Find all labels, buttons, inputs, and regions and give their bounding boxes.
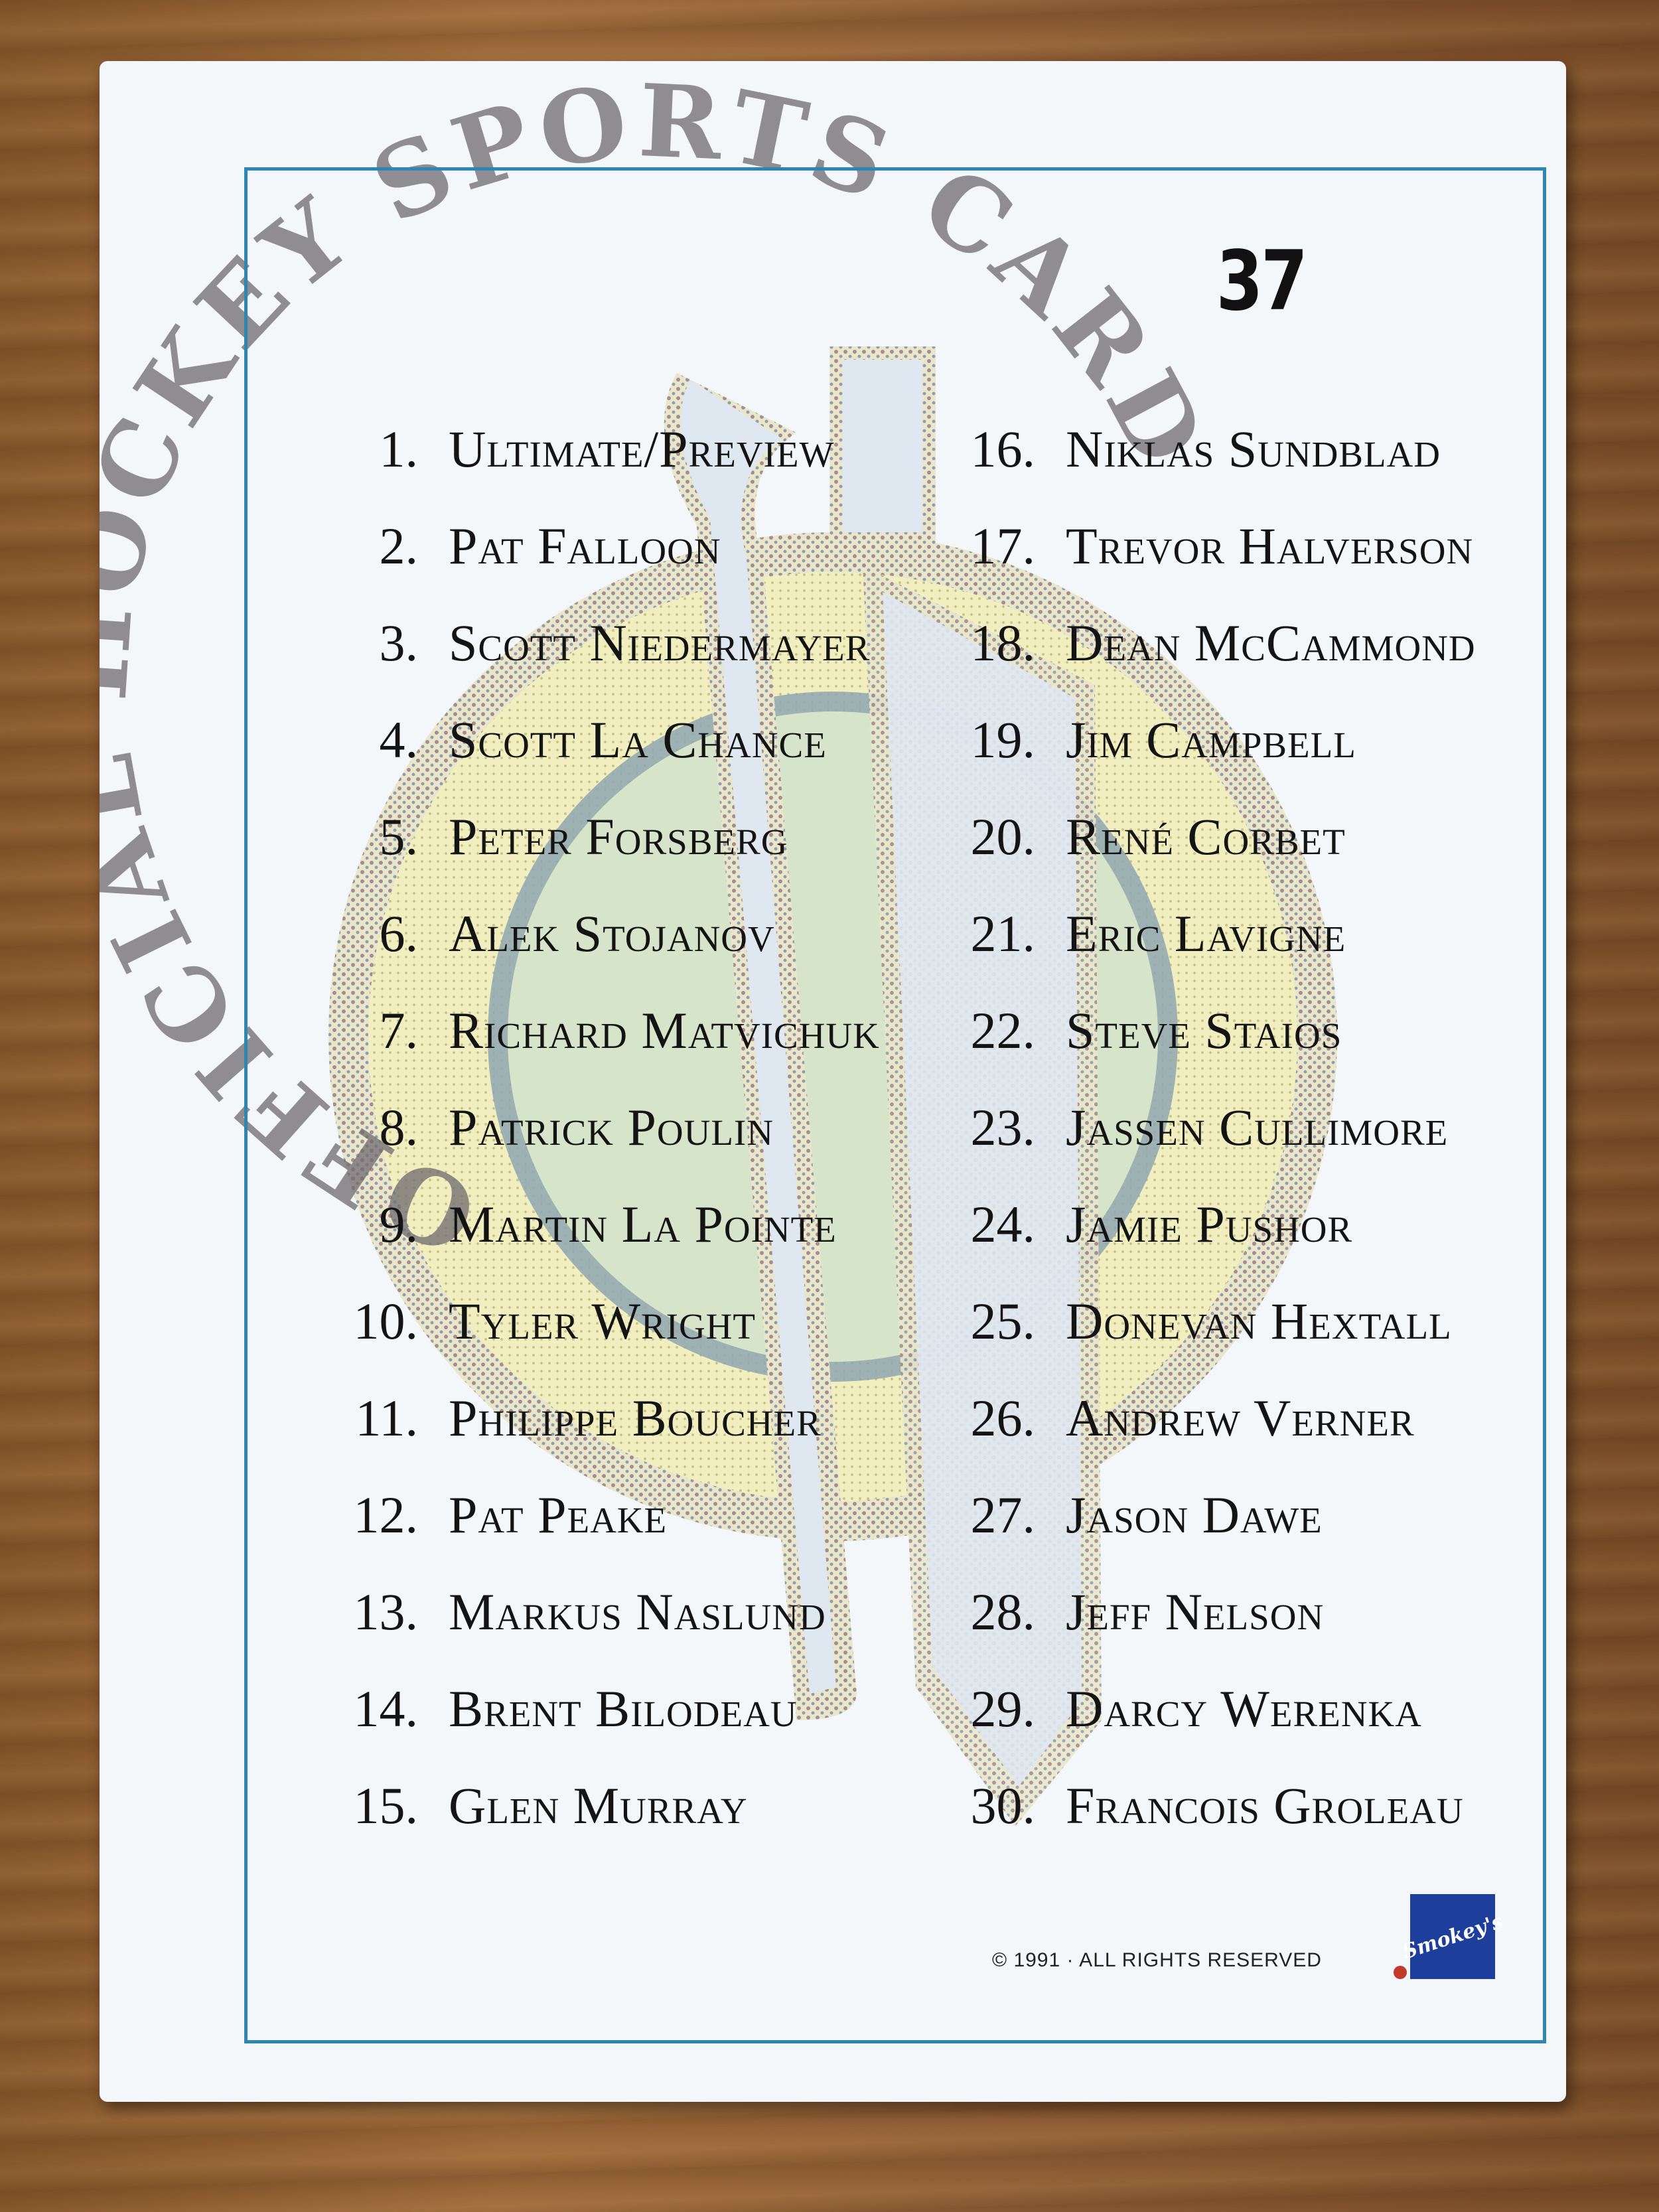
checklist-item: 27. Jason Dawe — [863, 1467, 1493, 1564]
player-name: Scott La Chance — [449, 711, 827, 769]
item-number: 3. — [379, 614, 419, 672]
item-number: 26. — [970, 1389, 1036, 1447]
item-number: 4. — [379, 711, 419, 769]
checklist-item: 22. Steve Staios — [863, 982, 1493, 1079]
player-name: Tyler Wright — [449, 1292, 756, 1350]
checklist-item: 4. Scott La Chance — [299, 692, 962, 788]
checklist-item: 3. Scott Niedermayer — [299, 595, 962, 692]
player-name: Jim Campbell — [1066, 711, 1356, 769]
player-name: Jason Dawe — [1066, 1486, 1323, 1544]
player-name: Scott Niedermayer — [449, 614, 871, 672]
item-number: 5. — [379, 808, 419, 865]
item-number: 17. — [970, 517, 1036, 575]
item-number: 25. — [970, 1292, 1036, 1350]
checklist-item: 7. Richard Matvichuk — [299, 982, 962, 1079]
card-number: 37 — [1216, 234, 1308, 329]
item-number: 29. — [970, 1680, 1036, 1737]
player-name: Jamie Pushor — [1066, 1195, 1353, 1253]
checklist-item: 15. Glen Murray — [299, 1757, 962, 1854]
player-name: Pat Peake — [449, 1486, 668, 1544]
item-number: 1. — [379, 420, 419, 478]
player-name: Glen Murray — [449, 1777, 748, 1834]
player-name: Alek Stojanov — [449, 905, 775, 962]
checklist-item: 23. Jassen Cullimore — [863, 1079, 1493, 1176]
smokeys-logo: Smokey's — [1400, 1894, 1506, 1979]
player-name: Dean McCammond — [1066, 614, 1476, 672]
item-number: 22. — [970, 1001, 1036, 1059]
checklist-item: 16. Niklas Sundblad — [863, 401, 1493, 498]
checklist-item: 8. Patrick Poulin — [299, 1079, 962, 1176]
checklist-item: 14. Brent Bilodeau — [299, 1660, 962, 1757]
checklist-item: 30. Francois Groleau — [863, 1757, 1493, 1854]
item-number: 28. — [970, 1583, 1036, 1641]
logo-text: Smokey's — [1400, 1909, 1506, 1964]
player-name: Trevor Halverson — [1066, 517, 1474, 575]
checklist-item: 5. Peter Forsberg — [299, 788, 962, 885]
checklist-item: 20. René Corbet — [863, 788, 1493, 885]
player-name: Jeff Nelson — [1066, 1583, 1325, 1641]
player-name: Markus Naslund — [449, 1583, 826, 1641]
checklist-item: 18. Dean McCammond — [863, 595, 1493, 692]
item-number: 30. — [970, 1777, 1036, 1834]
copyright-notice: © 1991 · ALL RIGHTS RESERVED — [992, 1949, 1322, 1971]
item-number: 19. — [970, 711, 1036, 769]
checklist-item: 28. Jeff Nelson — [863, 1564, 1493, 1660]
item-number: 7. — [379, 1001, 419, 1059]
item-number: 8. — [379, 1098, 419, 1156]
player-name: Ultimate/Preview — [449, 420, 835, 478]
player-name: Brent Bilodeau — [449, 1680, 798, 1737]
player-name: Patrick Poulin — [449, 1098, 774, 1156]
player-name: Jassen Cullimore — [1066, 1098, 1449, 1156]
player-name: Niklas Sundblad — [1066, 420, 1441, 478]
item-number: 15. — [353, 1777, 419, 1834]
logo-dot-icon — [1394, 1966, 1407, 1979]
player-name: Philippe Boucher — [449, 1389, 822, 1447]
item-number: 21. — [970, 905, 1036, 962]
player-name: Pat Falloon — [449, 517, 721, 575]
player-name: Donevan Hextall — [1066, 1292, 1452, 1350]
item-number: 24. — [970, 1195, 1036, 1253]
checklist-item: 9. Martin La Pointe — [299, 1176, 962, 1273]
item-number: 11. — [355, 1389, 418, 1447]
player-name: Andrew Verner — [1066, 1389, 1415, 1447]
item-number: 6. — [379, 905, 419, 962]
player-name: Martin La Pointe — [449, 1195, 837, 1253]
checklist-item: 1. Ultimate/Preview — [299, 401, 962, 498]
checklist-item: 6. Alek Stojanov — [299, 885, 962, 982]
item-number: 2. — [379, 517, 419, 575]
item-number: 23. — [970, 1098, 1036, 1156]
item-number: 14. — [353, 1680, 419, 1737]
item-number: 9. — [379, 1195, 419, 1253]
checklist-item: 19. Jim Campbell — [863, 692, 1493, 788]
checklist-right-column: 16. Niklas Sundblad 17. Trevor Halverson 1… — [863, 401, 1493, 1854]
player-name: Francois Groleau — [1066, 1777, 1464, 1834]
trading-card: OFFICIAL HOCKEY SPORTS CARD 37 1.Ultimat… — [100, 61, 1566, 2102]
checklist-item: 21. Eric Lavigne — [863, 885, 1493, 982]
checklist-item: 10. Tyler Wright — [299, 1273, 962, 1370]
checklist-item: 11. Philippe Boucher — [299, 1370, 962, 1467]
player-name: Peter Forsberg — [449, 808, 788, 865]
checklist-item: 26. Andrew Verner — [863, 1370, 1493, 1467]
item-number: 13. — [353, 1583, 419, 1641]
item-number: 18. — [970, 614, 1036, 672]
checklist-item: 13. Markus Naslund — [299, 1564, 962, 1660]
player-name: Eric Lavigne — [1066, 905, 1346, 962]
checklist-item: 12. Pat Peake — [299, 1467, 962, 1564]
item-number: 12. — [353, 1486, 419, 1544]
player-name: Steve Staios — [1066, 1001, 1342, 1059]
player-name: Richard Matvichuk — [449, 1001, 880, 1059]
card-border-frame — [244, 167, 1546, 2043]
checklist-left-column: 1. Ultimate/Preview 2. Pat Falloon 3. Scott… — [299, 401, 962, 1854]
item-number: 16. — [970, 420, 1036, 478]
checklist-item: 2. Pat Falloon — [299, 498, 962, 595]
item-number: 20. — [970, 808, 1036, 865]
item-number: 10. — [353, 1292, 419, 1350]
checklist-item: 24. Jamie Pushor — [863, 1176, 1493, 1273]
player-name: René Corbet — [1066, 808, 1346, 865]
item-number: 27. — [970, 1486, 1036, 1544]
checklist-item: 29. Darcy Werenka — [863, 1660, 1493, 1757]
checklist-item: 17. Trevor Halverson — [863, 498, 1493, 595]
checklist-item: 25. Donevan Hextall — [863, 1273, 1493, 1370]
player-name: Darcy Werenka — [1066, 1680, 1422, 1737]
